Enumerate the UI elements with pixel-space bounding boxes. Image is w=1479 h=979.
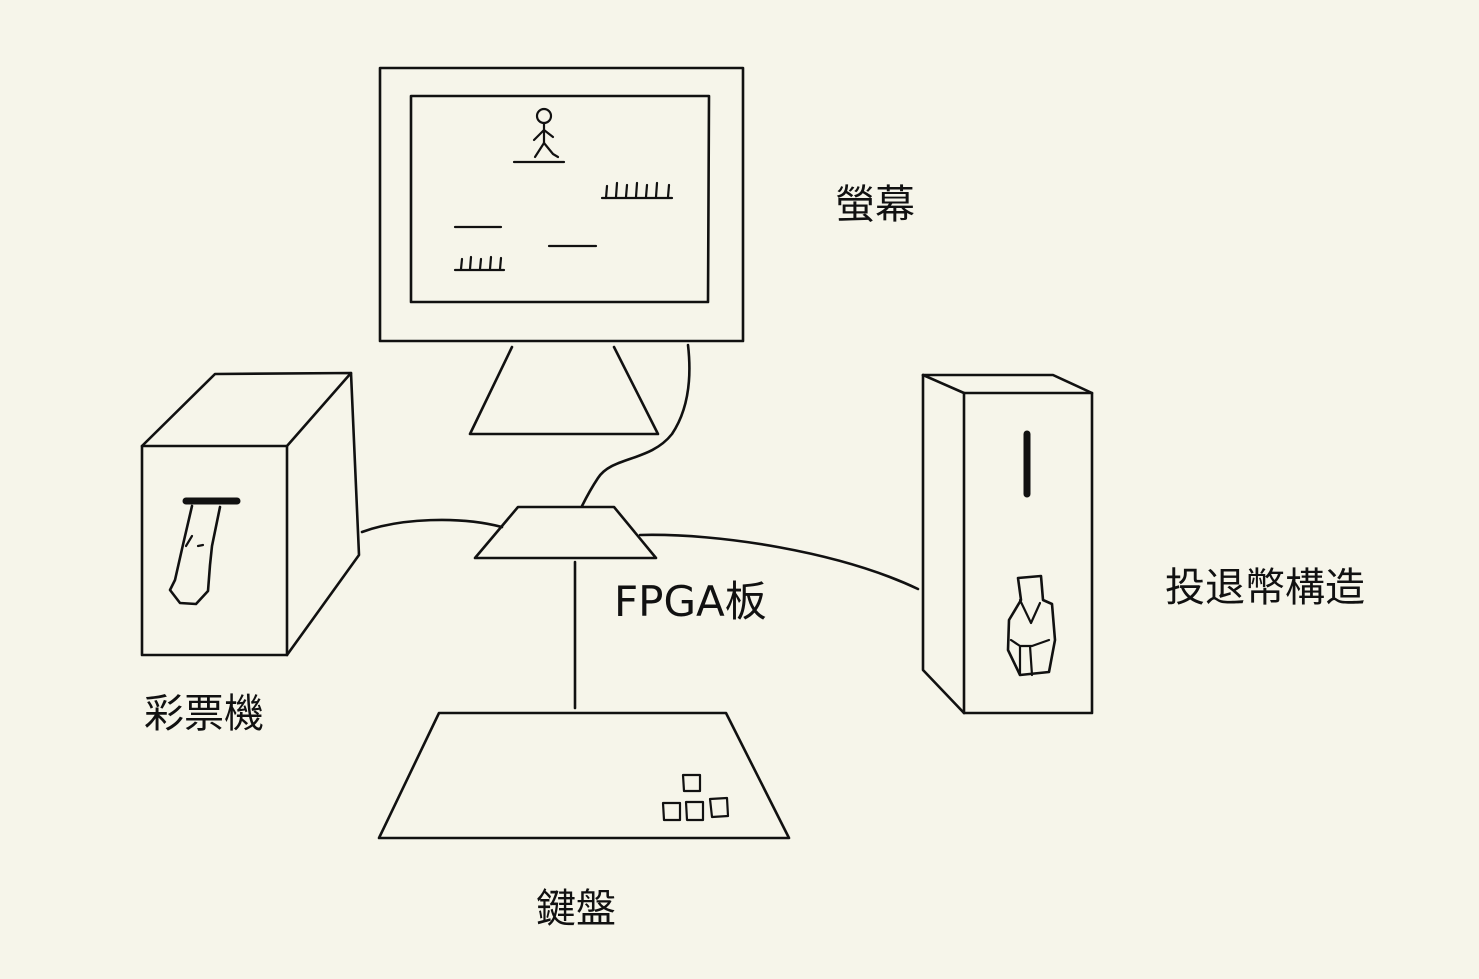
label-coin-mechanism: 投退幣構造 <box>1165 565 1365 611</box>
label-fpga: FPGA板 <box>614 577 767 626</box>
spike-platform-icon <box>600 181 674 200</box>
keyboard-icon <box>377 711 791 840</box>
cable-monitor <box>580 343 691 508</box>
cables <box>360 343 920 710</box>
coin-mechanism-icon <box>921 373 1094 715</box>
game-scene <box>453 107 674 272</box>
coin-return-icon <box>1006 574 1057 677</box>
player-figure-icon <box>512 107 566 164</box>
monitor-bezel <box>378 66 745 343</box>
monitor-screen <box>409 94 711 304</box>
ticket-mark <box>184 534 205 548</box>
ticket-icon <box>168 504 222 606</box>
label-monitor: 螢幕 <box>835 182 915 228</box>
arrow-keys-icon <box>661 773 730 822</box>
fpga-board-icon <box>473 505 658 560</box>
label-lottery-machine: 彩票機 <box>144 691 264 737</box>
monitor-icon <box>378 66 745 436</box>
label-keyboard: 鍵盤 <box>536 886 616 932</box>
spike-platform-icon <box>453 255 506 272</box>
lottery-machine-icon <box>140 371 361 657</box>
cable-lottery <box>360 518 504 534</box>
cable-coin <box>638 533 920 591</box>
monitor-stand <box>468 345 660 436</box>
